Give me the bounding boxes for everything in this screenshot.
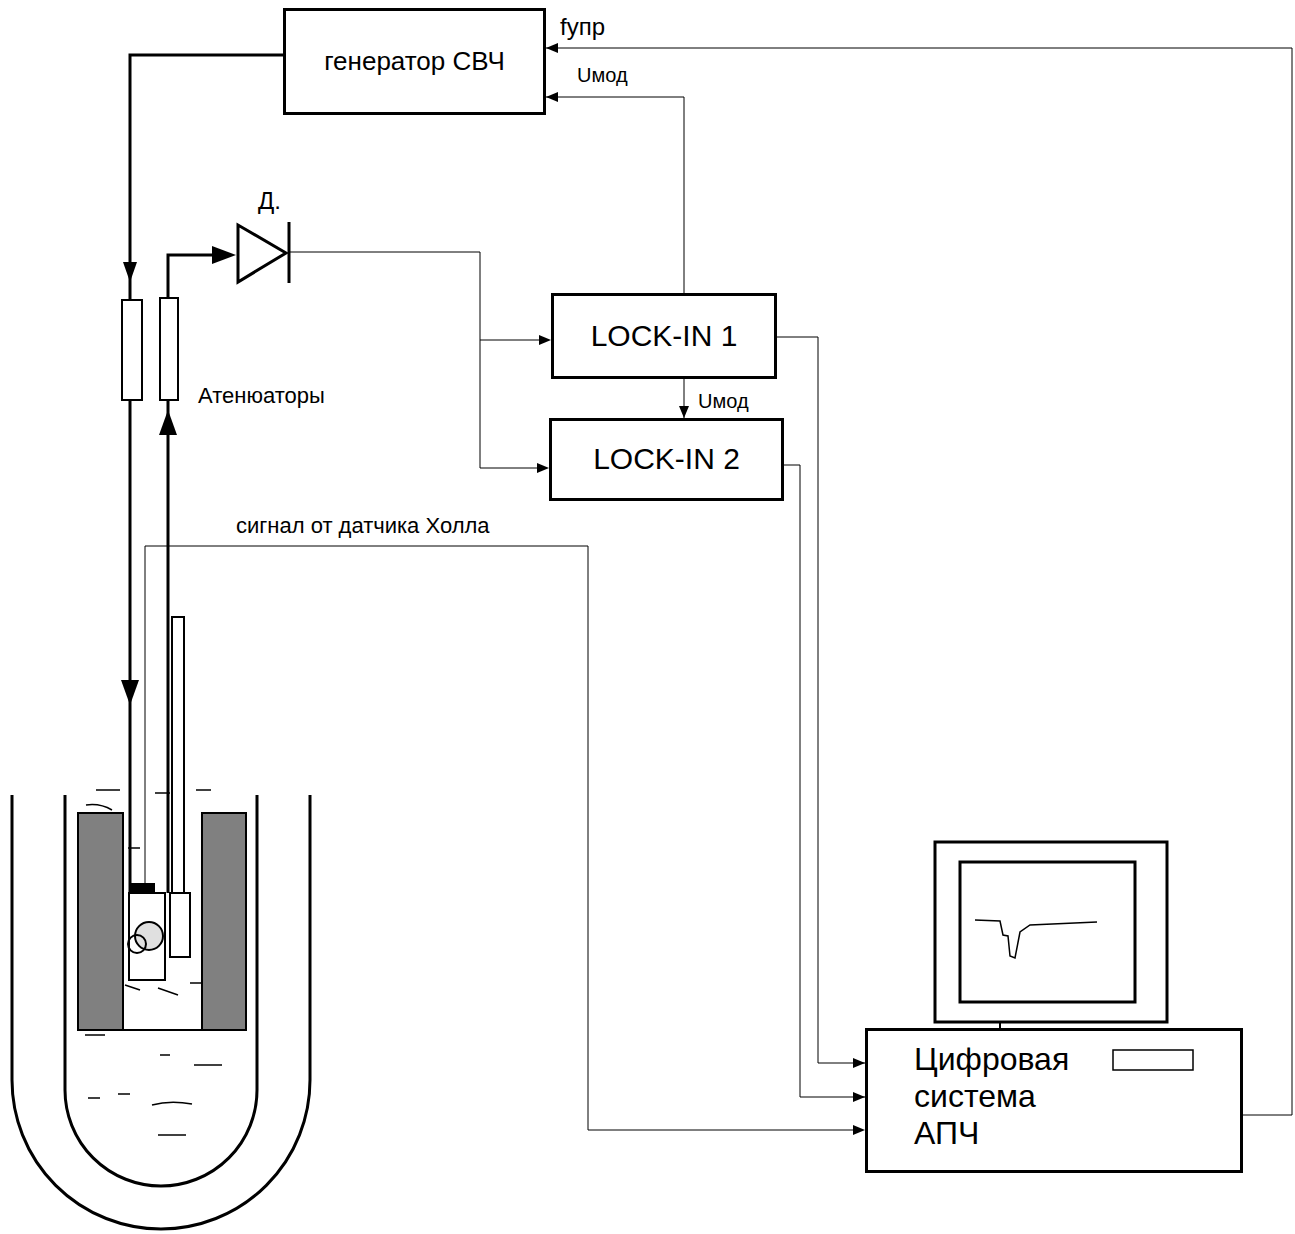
coupling-loop: [128, 935, 146, 953]
liquid-mark: [158, 1134, 186, 1136]
diode-symbol: [238, 225, 286, 282]
signal-connector: [684, 379, 685, 418]
box-label: генератор СВЧ: [324, 47, 505, 77]
liquid-mark: [158, 988, 178, 995]
liquid-mark: [118, 1093, 130, 1095]
resonator-cavity: [129, 893, 165, 980]
display-window: [1113, 1050, 1193, 1070]
liquid-mark: [160, 1054, 170, 1056]
liquid-mark: [152, 1102, 192, 1105]
holder: [170, 893, 190, 957]
box-label: Цифровая система АПЧ: [914, 1041, 1092, 1151]
liquid-mark: [125, 985, 140, 990]
signal-connector: [784, 465, 865, 1097]
liquid-mark: [96, 789, 120, 791]
detector-wire: [480, 340, 543, 341]
liquid-mark: [85, 1034, 105, 1036]
rod: [172, 617, 184, 893]
arrow-head: [121, 680, 139, 705]
arrow-head: [159, 410, 177, 435]
signal-connector: [777, 337, 865, 1063]
instrument-box: LOCK-IN 2: [549, 418, 784, 501]
arrow-head: [853, 1125, 865, 1135]
liquid-mark: [194, 1064, 222, 1066]
monitor-screen: [960, 862, 1135, 1002]
arrow-head: [539, 335, 551, 345]
resonance-trace: [975, 920, 1097, 958]
annotation-label: Д.: [256, 188, 283, 214]
instrument-box: Цифровая система АПЧ: [865, 1028, 1243, 1173]
dewar-outer-wall: [12, 795, 310, 1229]
detector-wire: [290, 252, 541, 468]
liquid-mark: [86, 805, 112, 810]
liquid-mark: [88, 1097, 100, 1099]
microwave-feed-line: [130, 55, 283, 893]
attenuator: [160, 298, 178, 400]
hall-signal-wire: [145, 546, 857, 1130]
signal-label: fупр: [558, 14, 607, 40]
annotation-label: сигнал от датчика Холла: [234, 514, 492, 538]
box-label: LOCK-IN 2: [593, 442, 740, 477]
arrow-head: [537, 463, 549, 473]
signal-label: Uмод: [696, 390, 751, 412]
hall-sensor: [130, 883, 155, 893]
magnet-pole: [78, 813, 123, 1030]
signal-connector: [546, 48, 1292, 1115]
gap-floor: [123, 1029, 202, 1031]
magnet-pole: [202, 813, 246, 1030]
arrow-head: [212, 246, 236, 264]
monitor-frame: [935, 842, 1167, 1022]
attenuator: [122, 300, 142, 400]
instrument-box: генератор СВЧ: [283, 8, 546, 115]
box-label: LOCK-IN 1: [591, 319, 738, 354]
dewar-inner-wall: [65, 795, 257, 1186]
instrument-box: LOCK-IN 1: [551, 293, 777, 379]
annotation-label: Атенюаторы: [196, 384, 327, 408]
arrow-head: [123, 262, 137, 282]
signal-label: Uмод: [575, 64, 630, 86]
liquid-mark: [196, 789, 211, 791]
signal-connector: [546, 97, 684, 293]
